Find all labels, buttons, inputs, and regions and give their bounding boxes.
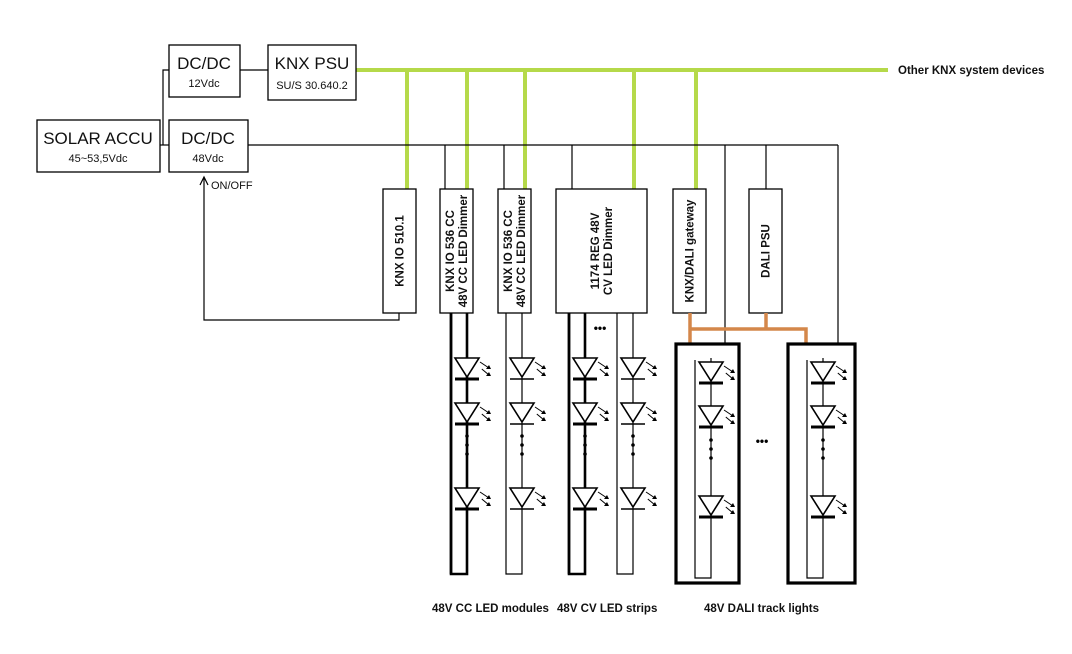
track-light-leds-2	[806, 358, 847, 579]
device-label: 48V CC LED Dimmer	[458, 194, 470, 307]
ellipsis-dot	[520, 452, 524, 456]
led-icon	[571, 487, 609, 511]
led-channel-4	[616, 313, 657, 575]
ellipsis-dot	[520, 434, 524, 438]
device-label: CV LED Dimmer	[603, 206, 615, 295]
led-icon	[453, 487, 491, 511]
dali-bus	[688, 313, 808, 344]
ellipsis-dot	[709, 447, 713, 451]
led-channel-3	[567, 313, 609, 576]
dcdc-12v-voltage: 12Vdc	[188, 78, 220, 90]
knx-psu-title: KNX PSU	[275, 54, 350, 73]
led-channel-1	[449, 313, 491, 576]
ellipsis-dot	[821, 456, 825, 460]
device-label: DALI PSU	[761, 224, 773, 278]
dcdc-12v-block: DC/DC 12Vdc	[168, 44, 241, 98]
dcdc-48v-title: DC/DC	[181, 129, 235, 148]
led-channel-2	[505, 313, 546, 575]
solar-accu-block: SOLAR ACCU 45~53,5Vdc	[36, 119, 161, 173]
ellipsis-dot	[583, 434, 587, 438]
led-icon	[508, 357, 546, 380]
ellipsis-dot	[465, 434, 469, 438]
device-dali-psu: DALI PSU	[748, 188, 783, 314]
ellipsis-dot	[631, 452, 635, 456]
track-light-ellipsis: •••	[756, 434, 769, 448]
led-icon	[453, 357, 491, 381]
dali-track-light-2	[786, 342, 857, 585]
device-label: 1174 REG 48V	[590, 212, 602, 289]
led-icon	[809, 495, 847, 519]
device-label: 48V CC LED Dimmer	[516, 194, 528, 307]
dali-track-light-1	[674, 342, 741, 585]
led-icon	[571, 357, 609, 381]
solar-accu-voltage: 45~53,5Vdc	[68, 153, 128, 165]
solar-accu-title: SOLAR ACCU	[43, 129, 153, 148]
label-cv-led-strips: 48V CV LED strips	[557, 603, 657, 615]
device-knx-io-510: KNX IO 510.1	[382, 188, 417, 314]
ellipsis-dot	[520, 443, 524, 447]
device-label: KNX IO 510.1	[395, 215, 407, 287]
ellipsis-dot	[465, 452, 469, 456]
led-icon	[619, 357, 657, 380]
led-icon	[619, 487, 657, 510]
power-wiring	[160, 69, 839, 344]
ellipsis-dot	[631, 443, 635, 447]
led-channels	[449, 313, 847, 579]
ellipsis-dot	[465, 443, 469, 447]
knx-bus	[356, 68, 888, 189]
on-off-label: ON/OFF	[211, 180, 253, 192]
ellipsis-dot	[709, 438, 713, 442]
device-label: KNX IO 536 CC	[503, 210, 515, 292]
led-icon	[508, 487, 546, 510]
ellipsis-dot	[821, 438, 825, 442]
dcdc-48v-voltage: 48Vdc	[192, 153, 224, 165]
device-label: KNX/DALI gateway	[685, 199, 697, 302]
led-icon	[508, 402, 546, 425]
ellipsis-dot	[709, 456, 713, 460]
track-light-leds-1	[694, 358, 735, 579]
ellipsis-dot	[821, 447, 825, 451]
led-icon	[619, 402, 657, 425]
cv-strip-ellipsis: •••	[594, 321, 607, 335]
dcdc-12v-title: DC/DC	[177, 54, 231, 73]
dcdc-48v-block: DC/DC 48Vdc	[168, 119, 249, 173]
ellipsis-dot	[631, 434, 635, 438]
led-icon	[571, 402, 609, 426]
led-icon	[809, 405, 847, 429]
knx-psu-block: KNX PSU SU/S 30.640.2	[267, 44, 357, 101]
device-label: KNX IO 536 CC	[445, 210, 457, 292]
label-dali-track-lights: 48V DALI track lights	[704, 603, 819, 615]
led-icon	[697, 405, 735, 429]
led-icon	[453, 402, 491, 426]
led-icon	[809, 361, 847, 385]
device-knx-dali-gateway: KNX/DALI gateway	[672, 188, 707, 314]
knx-psu-model: SU/S 30.640.2	[276, 80, 348, 92]
knx-bus-label: Other KNX system devices	[898, 65, 1044, 77]
ellipsis-dot	[583, 443, 587, 447]
ellipsis-dot	[583, 452, 587, 456]
led-icon	[697, 361, 735, 385]
led-icon	[697, 495, 735, 519]
label-cc-led-modules: 48V CC LED modules	[432, 603, 549, 615]
